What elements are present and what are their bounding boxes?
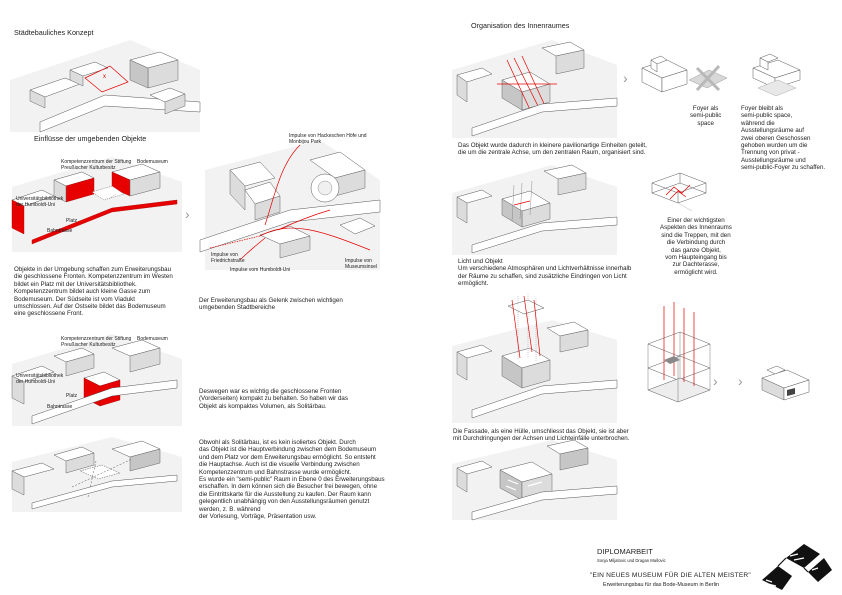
label-kompetenz-2: Kompetenzzentrum der Stiftung Preußische… — [61, 336, 132, 348]
pavilion-diagram — [452, 40, 618, 138]
heading-einfluesse: Einflüsse der umgebenden Objekte — [34, 134, 147, 143]
foyer-floor-icon — [688, 64, 728, 92]
footer-subtitle: Erweiterungsbau für das Bode-Museum in B… — [603, 582, 719, 588]
text-treppen: Einer der wichtigsten Aspekten des Innen… — [660, 217, 732, 276]
text-deswegen: Deswegen war es wichtig die geschlossene… — [199, 388, 348, 410]
label-bodemuseum: Bodemuseum — [137, 159, 168, 165]
text-fassade: Die Fassade, als eine Hülle, umschliesst… — [453, 428, 630, 443]
facade-diagram — [452, 439, 618, 521]
stairs-detail-icon — [651, 172, 707, 212]
text-objekte: Objekte in der Umgebung schaffen zum Erw… — [14, 266, 173, 318]
text-objekt: Das Objekt wurde dadurch in kleinere pav… — [458, 142, 647, 157]
chevron-right-icon-3: › — [713, 373, 718, 389]
stairs-plan-diagram — [452, 164, 618, 255]
footer-authors: Sonja Miljatovic und Dragan Mašovic — [597, 558, 666, 563]
site-diagram: x — [10, 40, 201, 133]
label-bibliothek-2: Universitätsbibliothek der Humboldt-Uni — [16, 373, 64, 385]
label-bahntrasse: Bahntrasse — [47, 228, 73, 234]
impulse-diagram — [199, 140, 381, 270]
text-licht: Licht und Objekt Um verschiedene Atmosph… — [458, 258, 632, 288]
label-impulse-museumsinsel: Impulse von Museumsinsel — [345, 258, 377, 270]
label-platz-2: Platz — [66, 393, 78, 399]
main-axis-diagram — [11, 437, 182, 512]
facade-volume-icon — [761, 365, 810, 401]
footer-title: "EIN NEUES MUSEUM FÜR DIE ALTEN MEISTER" — [590, 572, 751, 579]
heading-organisation: Organisation des Innenraumes — [471, 21, 570, 30]
label-bahntrasse-2: Bahntrasse — [47, 404, 73, 410]
text-obwohl: Obwohl als Solitärbau, ist es kein isoli… — [199, 439, 385, 521]
label-bodemuseum-2: Bodemuseum — [137, 336, 168, 342]
text-gelenk: Der Erweiterungsbau als Gelenk zwischen … — [199, 297, 343, 312]
text-foyer: Foyer als semi-public space — [690, 105, 722, 127]
light-diagram — [452, 294, 618, 423]
lifted-volume-icon — [752, 53, 801, 97]
chevron-right-icon-2: › — [623, 70, 628, 86]
museum-logo-icon — [762, 544, 832, 590]
label-impulse-hackesche: Impulse von Hackeschen Höfe und Monbijou… — [289, 133, 367, 145]
chevron-right-icon-4: › — [738, 373, 743, 389]
surroundings-diagram — [11, 157, 182, 252]
label-kompetenz: Kompetenzzentrum der Stiftung Preußische… — [61, 159, 132, 171]
text-foyer-bleibt: Foyer bleibt als semi-public space, währ… — [741, 105, 826, 172]
label-impulse-friedrich: Impulse von Friedrichstraße — [211, 252, 245, 264]
compact-volume-diagram — [11, 334, 182, 426]
site-x-label: x — [103, 74, 106, 80]
light-exploded-diagram — [647, 302, 711, 403]
heading-staedtebau: Städtebauliches Konzept — [14, 28, 94, 37]
footer-diplom: DIPLOMARBEIT — [597, 547, 653, 556]
volume-foyer-icon — [641, 55, 688, 93]
label-platz: Platz — [66, 218, 78, 224]
label-impulse-humboldt: Impulse vom Humboldt-Uni — [230, 267, 291, 273]
label-bibliothek: Universitätsbibliothek der Humboldt-Uni — [16, 196, 64, 208]
chevron-right-icon: › — [185, 206, 190, 222]
